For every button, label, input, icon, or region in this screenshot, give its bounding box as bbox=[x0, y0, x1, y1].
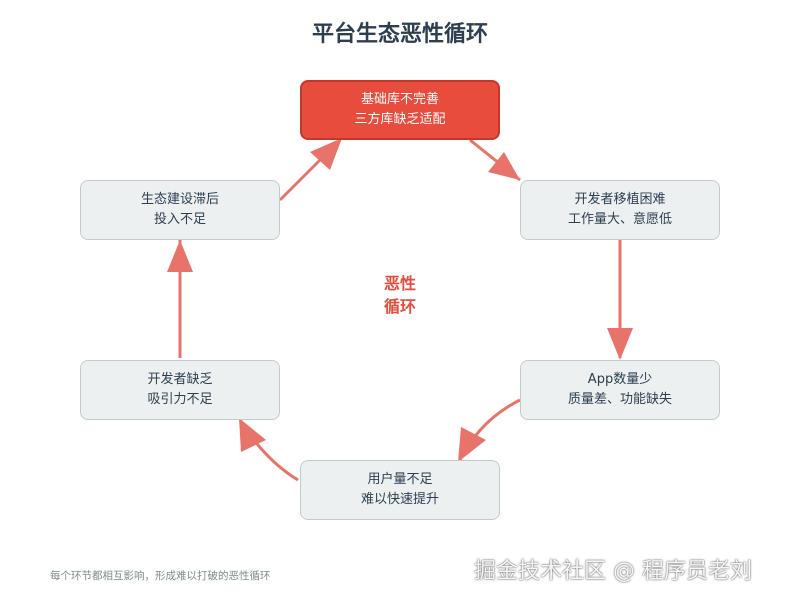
node-line1: 用户量不足 bbox=[367, 472, 433, 487]
node-line1: App数量少 bbox=[587, 372, 653, 387]
node-line2: 吸引力不足 bbox=[147, 392, 213, 407]
node-line2: 三方库缺乏适配 bbox=[354, 112, 446, 127]
footnote: 每个环节都相互影响，形成难以打破的恶性循环 bbox=[50, 570, 271, 582]
diagram-title: 平台生态恶性循环 bbox=[311, 22, 488, 47]
center-label: 恶性 循环 bbox=[360, 272, 440, 318]
node-line1: 基础库不完善 bbox=[360, 92, 439, 107]
arrowhead-node2-to-node3 bbox=[607, 328, 633, 360]
node-line1: 开发者缺乏 bbox=[147, 372, 213, 387]
watermark: 掘金技术社区 @ 程序员老刘 bbox=[474, 559, 752, 584]
node-base-library: 基础库不完善 三方库缺乏适配 bbox=[300, 80, 500, 140]
node-line1: 生态建设滞后 bbox=[140, 192, 219, 207]
node-few-apps: App数量少 质量差、功能缺失 bbox=[520, 360, 720, 420]
center-label-line1: 恶性 bbox=[383, 274, 416, 293]
node-lack-of-developers: 开发者缺乏 吸引力不足 bbox=[80, 360, 280, 420]
node-line2: 难以快速提升 bbox=[360, 492, 439, 507]
arrowhead-node4-to-node5 bbox=[239, 418, 266, 452]
node-line2: 投入不足 bbox=[153, 212, 206, 227]
node-line2: 质量差、功能缺失 bbox=[567, 392, 672, 407]
arrowhead-node3-to-node4 bbox=[458, 427, 486, 462]
arrowhead-node6-to-node1 bbox=[310, 138, 342, 170]
node-line2: 工作量大、意愿低 bbox=[567, 212, 672, 227]
arrowhead-node5-to-node6 bbox=[167, 240, 193, 272]
node-line1: 开发者移植困难 bbox=[574, 192, 666, 207]
node-porting-difficulty: 开发者移植困难 工作量大、意愿低 bbox=[520, 180, 720, 240]
center-label-line2: 循环 bbox=[383, 297, 416, 316]
arrowhead-node1-to-node2 bbox=[488, 152, 520, 180]
node-ecosystem-lag: 生态建设滞后 投入不足 bbox=[80, 180, 280, 240]
node-insufficient-users: 用户量不足 难以快速提升 bbox=[300, 460, 500, 520]
